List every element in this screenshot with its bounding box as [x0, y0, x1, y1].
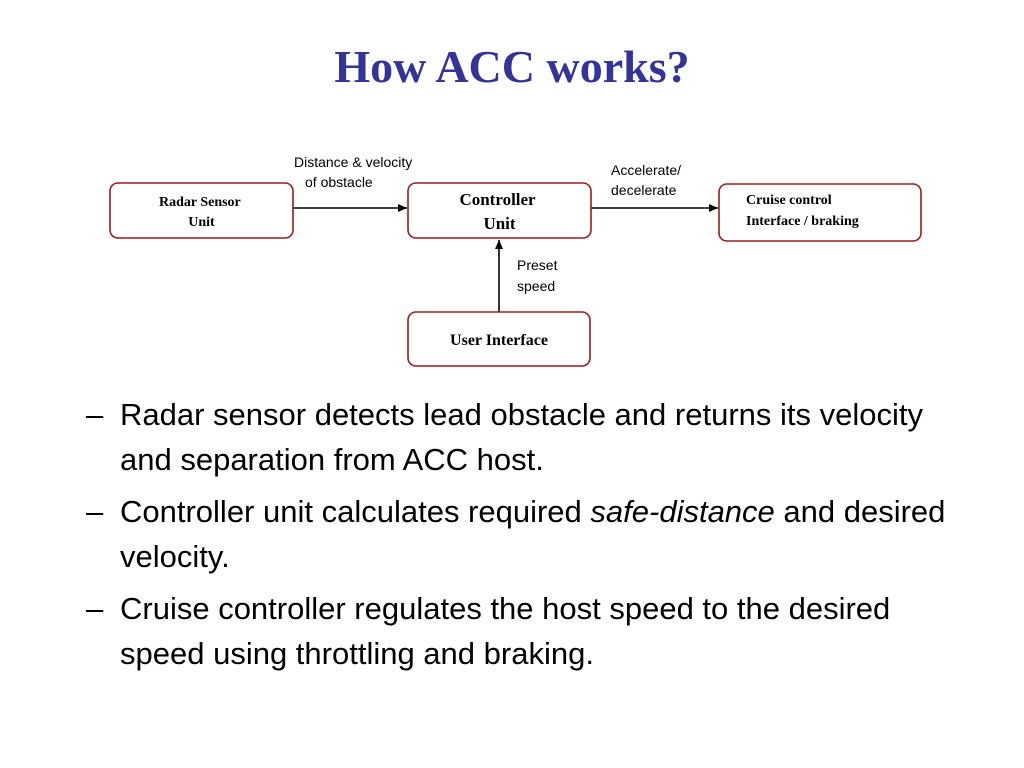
bullet-dash: – — [86, 397, 104, 432]
svg-text:User Interface: User Interface — [450, 332, 548, 349]
edge-label-accelerate-decelerate: Accelerate/ decelerate — [611, 162, 685, 198]
node-label-line: User Interface — [450, 332, 548, 349]
node-user-interface: User Interface — [407, 311, 591, 367]
svg-text:Radar Sensor Unit: Radar Sensor Unit — [159, 195, 244, 230]
bullet-text: Radar sensor detects lead obstacle and r… — [120, 397, 923, 477]
slide-title: How ACC works? — [334, 41, 690, 92]
bullet-emphasis: safe-distance — [590, 494, 775, 529]
bullet-dash: – — [86, 494, 104, 529]
edge-label-line: Distance & velocity — [294, 154, 412, 170]
node-label-line: Unit — [188, 215, 215, 230]
node-label-line: Controller — [459, 190, 536, 209]
bullet-text: and desired velocity. — [120, 494, 946, 574]
edge-label-line: of obstacle — [305, 174, 373, 190]
bullet-text: Cruise controller regulates the host spe… — [120, 591, 891, 671]
edge-label-preset-speed: Preset speed — [517, 257, 561, 294]
node-label-line: Unit — [483, 214, 515, 233]
node-label-line: Radar Sensor — [159, 195, 241, 210]
bullet-item: –Cruise controller regulates the host sp… — [86, 586, 966, 676]
node-controller-unit: Controller Unit — [407, 182, 592, 239]
edge-label-line: Preset — [517, 257, 558, 273]
node-label-line: Interface / braking — [746, 214, 859, 229]
bullet-item: –Controller unit calculates required saf… — [86, 489, 966, 579]
bullet-dash: – — [86, 591, 104, 626]
svg-text:Cruise control Interface: Cruise control Interface / braking — [746, 193, 859, 229]
edge-label-distance-velocity: Distance & velocity of obstacle — [294, 154, 416, 190]
edge-label-line: speed — [517, 278, 555, 294]
node-label-line: Cruise control — [746, 193, 832, 208]
bullet-text: Controller unit calculates required — [120, 494, 591, 529]
node-cruise-control-interface: Cruise control Interface / braking — [718, 183, 922, 242]
edge-label-line: decelerate — [611, 182, 677, 198]
svg-text:Controller Unit: Controller Unit — [459, 190, 539, 233]
node-radar-sensor-unit: Radar Sensor Unit — [109, 182, 294, 239]
edge-label-line: Accelerate/ — [611, 162, 681, 178]
bullet-item: –Radar sensor detects lead obstacle and … — [86, 392, 966, 482]
bullet-list: –Radar sensor detects lead obstacle and … — [86, 392, 966, 683]
